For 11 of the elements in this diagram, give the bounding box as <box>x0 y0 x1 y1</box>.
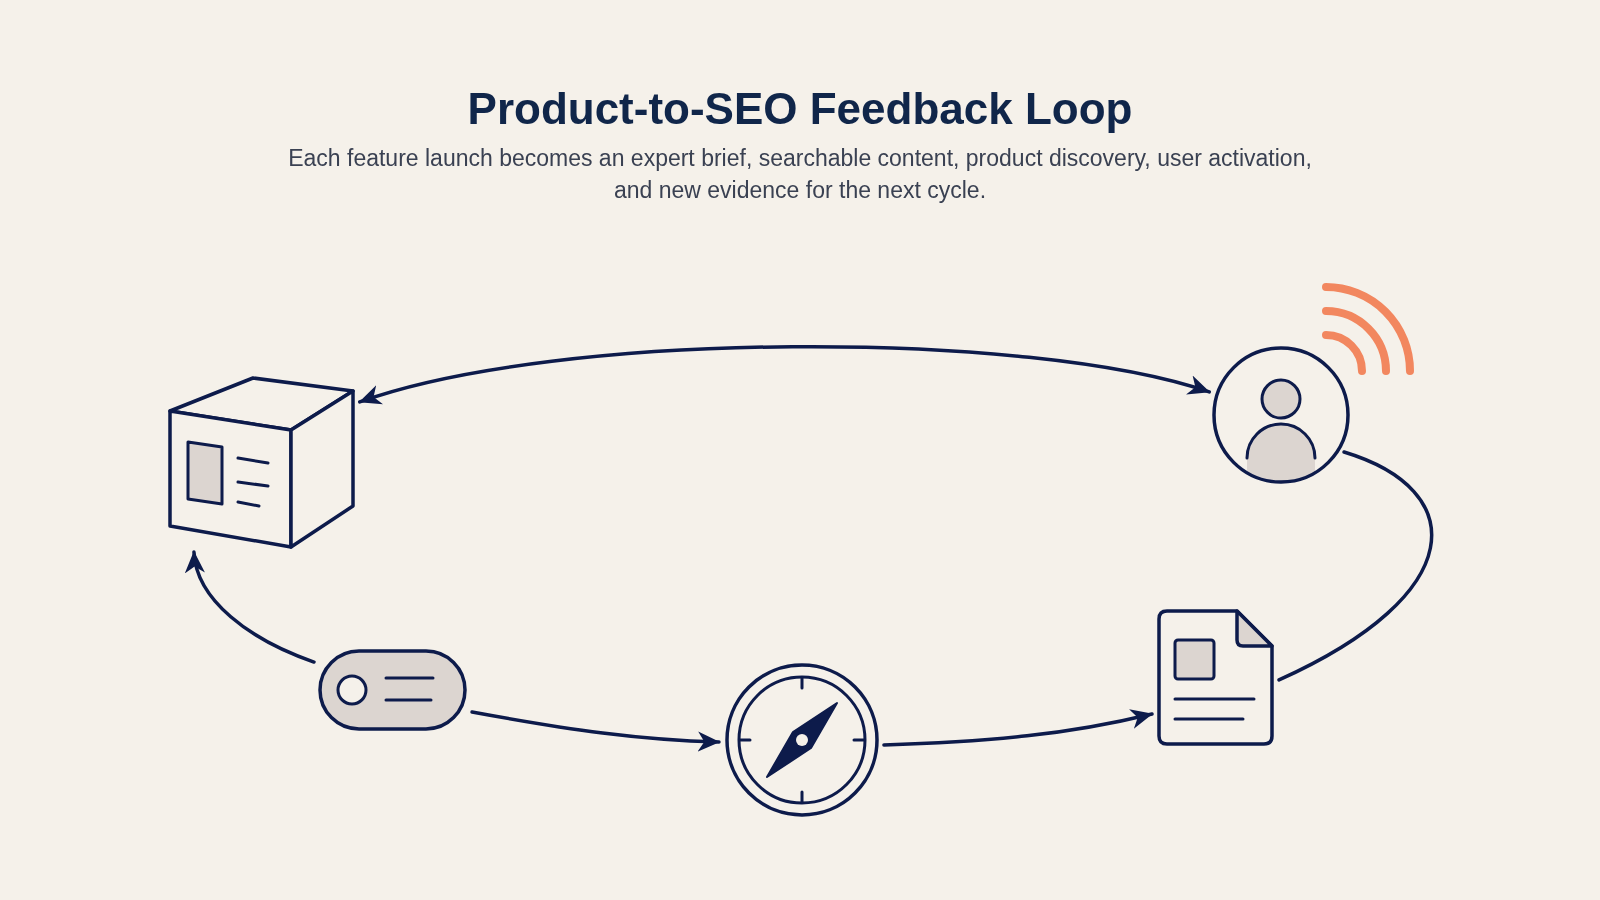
document-icon <box>1157 609 1274 746</box>
arrow <box>186 550 316 664</box>
subtitle: Each feature launch becomes an expert brief, searchable content, product discovery, user activation, and new evidence for the next cycle. <box>287 144 1313 205</box>
arrow <box>882 708 1154 747</box>
compass-icon <box>725 663 879 817</box>
double-headed-arrow <box>358 345 1211 406</box>
arrow <box>470 710 721 752</box>
connector-line <box>1277 450 1433 682</box>
title: Product-to-SEO Feedback Loop <box>467 83 1133 135</box>
user-avatar-icon <box>1212 346 1350 484</box>
cube-icon <box>168 375 356 549</box>
